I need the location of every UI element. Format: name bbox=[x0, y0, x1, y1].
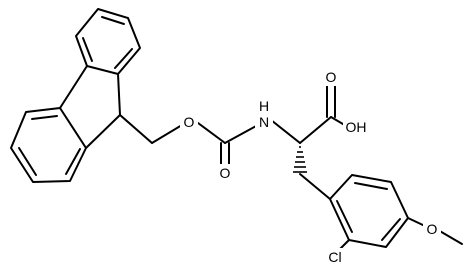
atom-labels: O O H N O OH Cl O bbox=[180, 66, 441, 266]
stereo-hashed-wedge bbox=[293, 146, 307, 173]
n-alpha-bond bbox=[270, 119, 301, 144]
carbonyl-oxygen-label: O bbox=[220, 165, 231, 181]
fluorene-bottom-ring-double-1 bbox=[31, 115, 58, 120]
ch2-ring-bond bbox=[299, 173, 331, 200]
aryl-double-3 bbox=[336, 200, 353, 233]
hydroxyl-label: OH bbox=[346, 119, 367, 135]
fluorene-top-ring-double-3 bbox=[82, 37, 93, 62]
fluorene-bottom-ring bbox=[10, 107, 87, 183]
fluorene-five-ring bbox=[85, 73, 121, 149]
fluorene-group bbox=[10, 8, 141, 183]
ester-oxygen-label: O bbox=[184, 114, 195, 130]
aryl-ring bbox=[329, 174, 463, 252]
fluorene-bottom-ring-double-3 bbox=[18, 147, 37, 176]
carbonyl-n-bond bbox=[224, 124, 259, 144]
chlorine-label: Cl bbox=[328, 249, 341, 265]
c9-ch2-bond bbox=[119, 114, 153, 144]
backbone bbox=[293, 85, 349, 200]
alpha-carboxyl-bond bbox=[299, 116, 332, 144]
fmoc-linker bbox=[119, 114, 301, 167]
fluorene-biaryl-bond bbox=[59, 65, 88, 109]
fluorene-top-ring-double-1 bbox=[101, 16, 125, 25]
amide-h-label: H bbox=[259, 98, 269, 114]
aryl-ome-bond bbox=[407, 217, 426, 227]
o-carbonyl-bond bbox=[193, 119, 226, 144]
amide-n-label: N bbox=[259, 114, 269, 130]
ether-oxygen-label: O bbox=[427, 221, 438, 237]
aryl-double-2 bbox=[381, 218, 401, 241]
ch2-o-bond bbox=[151, 124, 183, 144]
fluorene-top-ring-double-2 bbox=[114, 48, 133, 69]
aryl-double-1 bbox=[354, 182, 388, 190]
ome-methyl-bond bbox=[437, 229, 463, 245]
fluorene-bottom-ring-double-2 bbox=[65, 148, 81, 175]
carboxyl-oxygen-label: O bbox=[326, 69, 337, 85]
